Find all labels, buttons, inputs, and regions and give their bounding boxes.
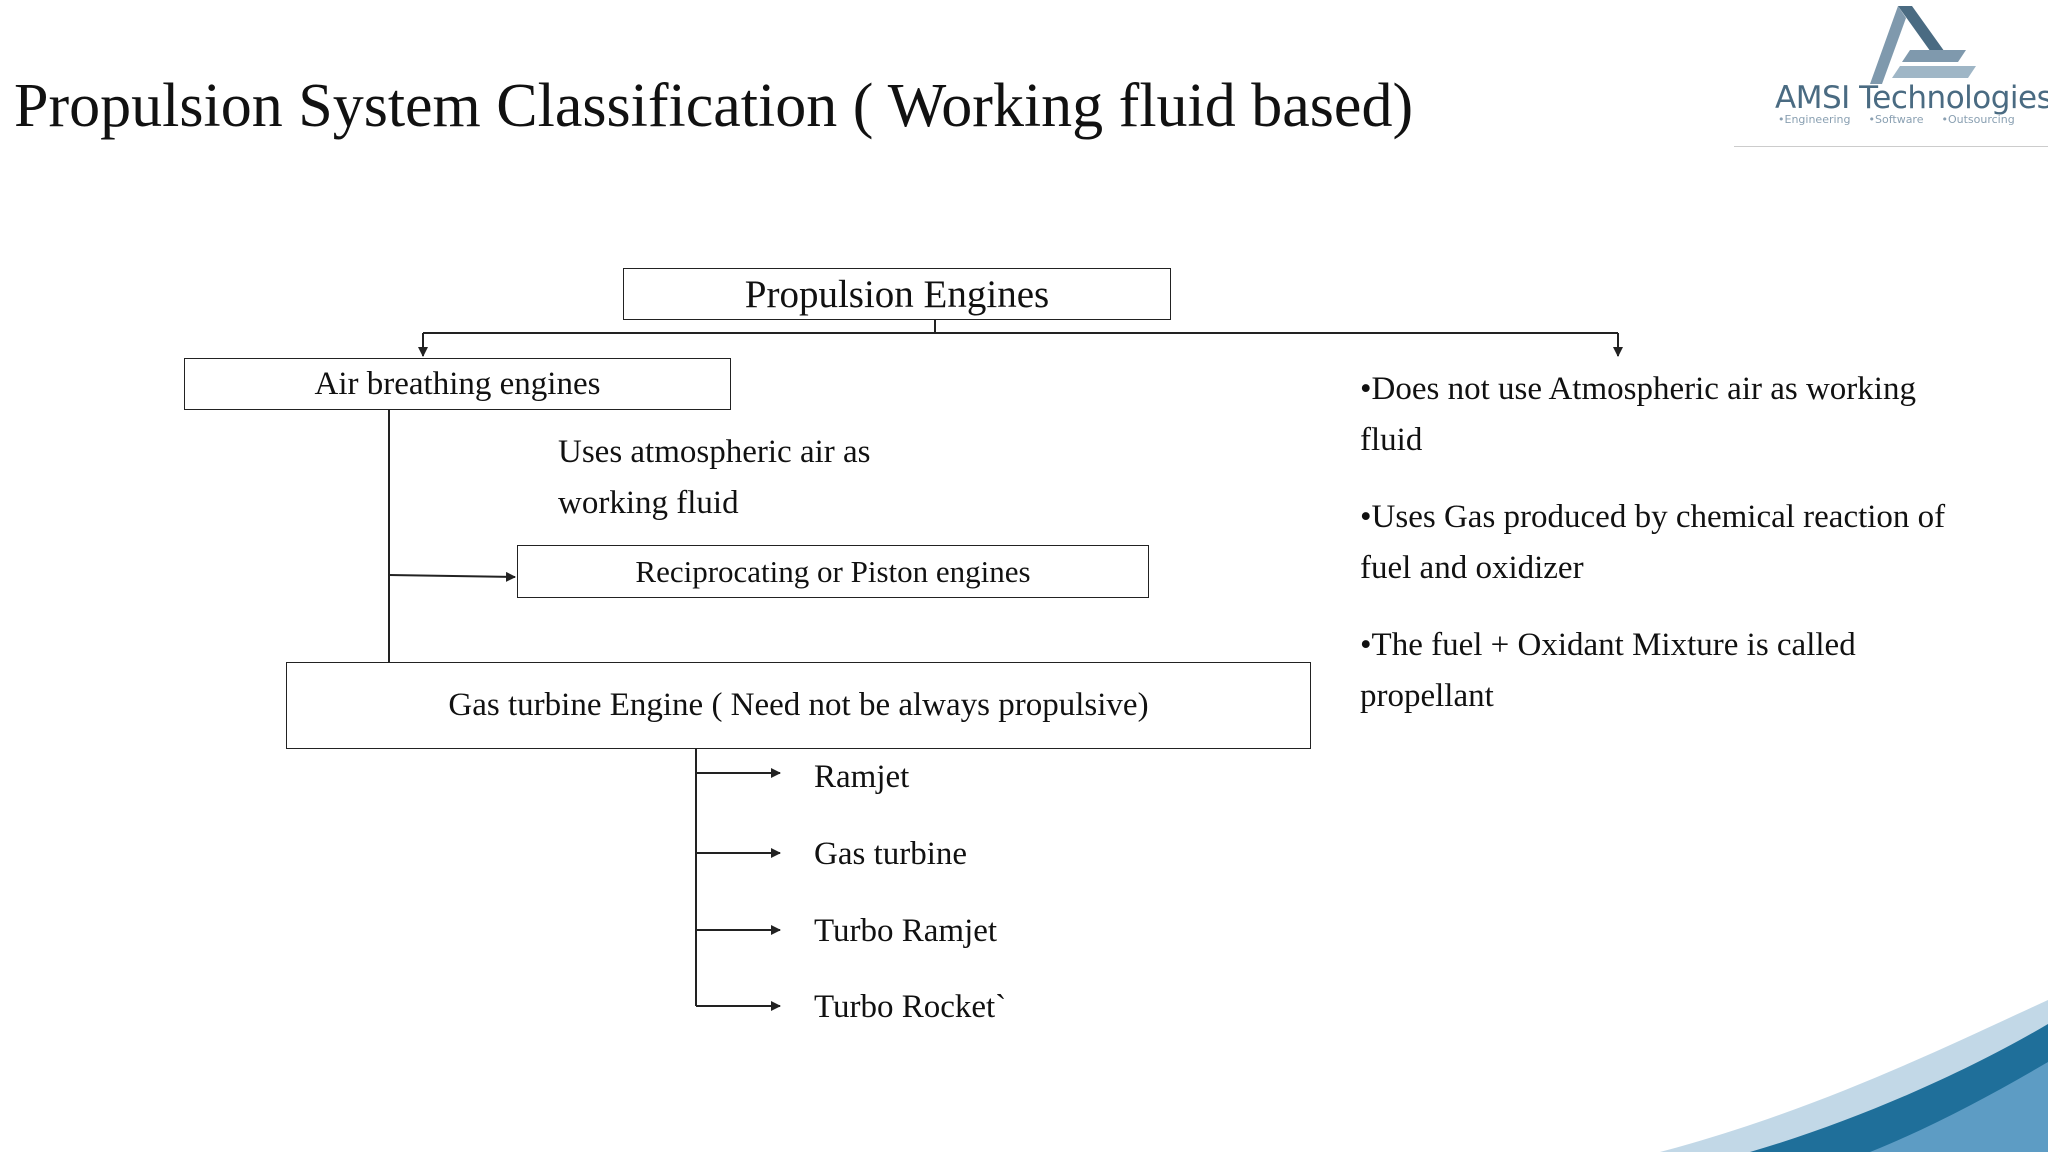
bullet-line: propellant [1360, 678, 1494, 714]
non-air-breathing-bullets: •Does not use Atmospheric air as working… [1360, 364, 2010, 748]
note-line: working fluid [558, 485, 739, 521]
bullet-item: •Uses Gas produced by chemical reaction … [1360, 492, 2010, 594]
propulsion-engines-node: Propulsion Engines [623, 268, 1171, 320]
air-breathing-engines-node: Air breathing engines [184, 358, 731, 410]
bullet-line: •Uses Gas produced by chemical reaction … [1360, 499, 1946, 535]
logo-tagline-item: •Software [1868, 113, 1924, 126]
gas-turbine-type-item: Turbo Ramjet [814, 913, 998, 949]
gas-turbine-type-item: Gas turbine [814, 836, 968, 872]
logo-name: AMSI Technologies [1775, 80, 2048, 116]
gas-turbine-type-item: Turbo Rocket` [814, 989, 1007, 1025]
bullet-line: fluid [1360, 422, 1423, 458]
bullet-line: •Does not use Atmospheric air as working [1360, 371, 1916, 407]
logo-tagline: •Engineering •Software •Outsourcing [1778, 114, 2015, 126]
slide-title: Propulsion System Classification ( Worki… [14, 72, 1414, 140]
reciprocating-arrow [388, 571, 516, 582]
header-divider [1734, 146, 2048, 147]
logo-mark-icon [1870, 6, 1976, 84]
reciprocating-engines-node: Reciprocating or Piston engines [517, 545, 1149, 598]
bullet-item: •Does not use Atmospheric air as working… [1360, 364, 2010, 466]
bullet-line: •The fuel + Oxidant Mixture is called [1360, 627, 1856, 663]
company-logo: AMSI Technologies •Engineering •Software… [1770, 6, 2048, 126]
gas-turbine-engine-node: Gas turbine Engine ( Need not be always … [286, 662, 1311, 749]
logo-tagline-item: •Engineering [1778, 113, 1851, 126]
decorative-swoosh-graphic [1660, 1000, 2048, 1152]
air-breathing-note: Uses atmospheric air as working fluid [558, 427, 871, 529]
bullet-line: fuel and oxidizer [1360, 550, 1584, 586]
logo-tagline-item: •Outsourcing [1941, 113, 2015, 126]
node-label: Propulsion Engines [744, 272, 1050, 316]
gas-turbine-type-item: Ramjet [814, 759, 910, 795]
node-label: Air breathing engines [314, 365, 601, 402]
bullet-item: •The fuel + Oxidant Mixture is called pr… [1360, 620, 2010, 722]
note-line: Uses atmospheric air as [558, 434, 871, 470]
node-label: Gas turbine Engine ( Need not be always … [448, 687, 1149, 723]
node-label: Reciprocating or Piston engines [635, 553, 1031, 589]
